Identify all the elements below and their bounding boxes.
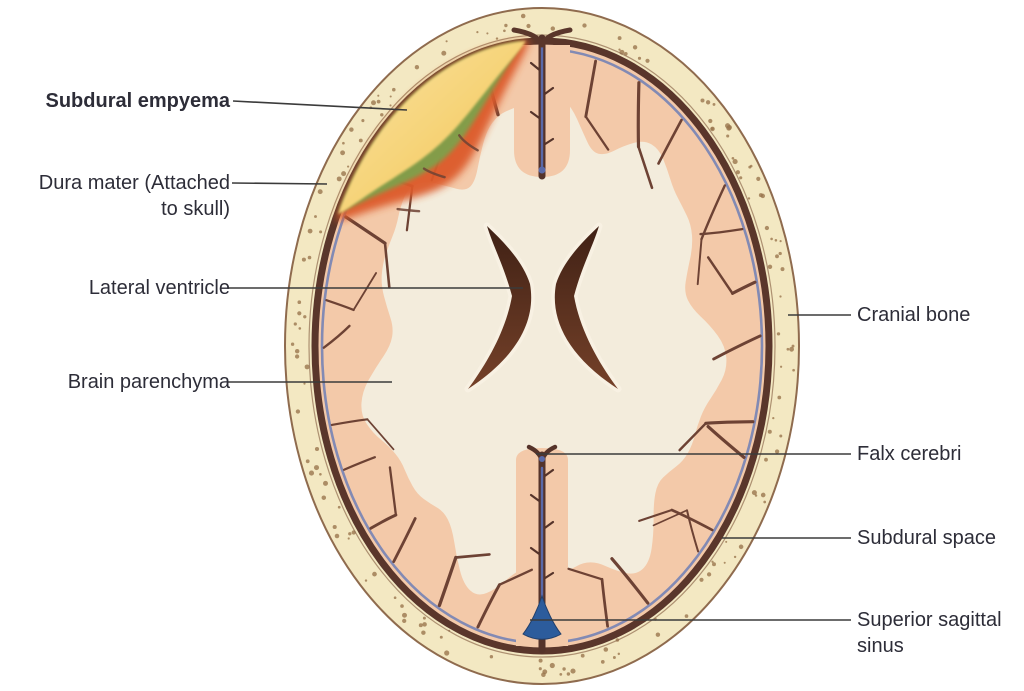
leader-lines xyxy=(227,100,851,621)
label-superior-sagittal-sinus: Superior sagittal sinus xyxy=(857,609,1002,657)
label-brain-parenchyma: Brain parenchyma xyxy=(67,371,230,393)
label-subdural-empyema: Subdural empyema xyxy=(45,90,230,112)
label-cranial-bone: Cranial bone xyxy=(857,304,971,326)
label-dura-mater: Dura mater (Attached to skull) xyxy=(38,172,230,220)
label-falx-cerebri: Falx cerebri xyxy=(857,443,962,465)
label-lateral-ventricle: Lateral ventricle xyxy=(88,277,230,299)
label-subdural-space: Subdural space xyxy=(857,527,996,549)
superior-sagittal-sinus-shape xyxy=(522,594,562,640)
subdural-empyema-shape xyxy=(335,40,531,222)
lateral-ventricles-shape xyxy=(464,222,622,393)
